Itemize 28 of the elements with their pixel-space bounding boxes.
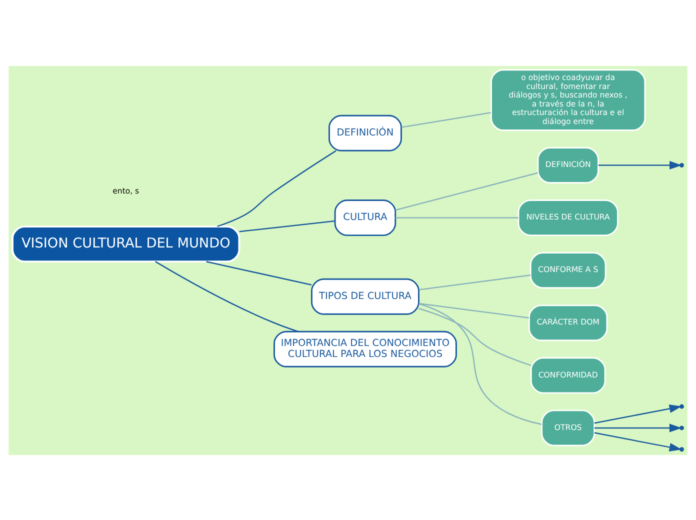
node-box: CULTURA [334, 199, 396, 236]
connector [402, 112, 491, 128]
node-box: TIPOS DE CULTURA [310, 278, 420, 314]
node-box: o objetivo coadyuvar da cultural, fomentar rar diálogos y s, buscando nexos , a través de la n, la estructuración la cultura e el diálogo entre [490, 68, 646, 130]
connector [217, 150, 336, 227]
node-box: VISION CULTURAL DEL MUNDO [12, 225, 240, 262]
arrow [598, 160, 682, 170]
node-box: CONFORME A S [530, 252, 606, 288]
connector [395, 172, 538, 210]
node-box: DEFINICIÓN [328, 114, 402, 151]
connector [418, 302, 530, 318]
connector [206, 260, 312, 286]
connector [155, 260, 299, 332]
node-box: IMPORTANCIA DEL CONOCIMIENTO CULTURAL PARA LOS NEGOCIOS [274, 330, 457, 367]
connector [395, 216, 518, 218]
node-box: CONFORMIDAD [530, 356, 606, 394]
node-box: NIVELES DE CULTURA [518, 199, 618, 236]
connector [418, 307, 532, 366]
connector [418, 274, 531, 290]
node-box: DEFINICIÓN [537, 146, 599, 183]
connector [239, 220, 336, 232]
node-box: OTROS [541, 409, 596, 446]
arrow [594, 432, 682, 451]
label: ento, s [112, 186, 140, 195]
connector [418, 302, 542, 425]
arrow [594, 404, 682, 424]
arrow [594, 423, 682, 432]
node-box: CARÁCTER DOM [528, 304, 608, 341]
